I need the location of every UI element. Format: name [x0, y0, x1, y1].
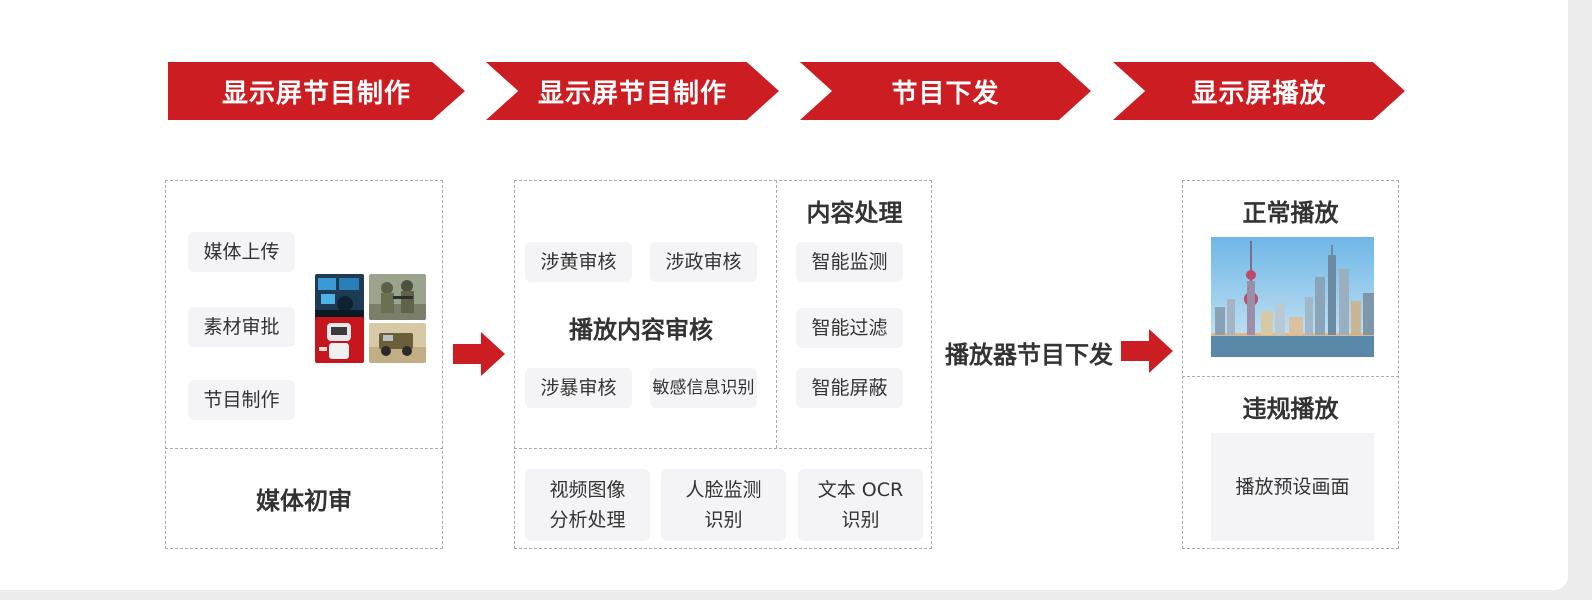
violence-review-tag: 涉暴审核: [525, 368, 632, 408]
face-detection-tag: 人脸监测 识别: [661, 469, 786, 541]
face-detection-line1: 人脸监测: [685, 479, 762, 501]
face-detection-line2: 识别: [704, 509, 743, 531]
arrow-right-icon: [453, 332, 505, 376]
step-label-4: 显示屏播放: [1191, 78, 1327, 109]
media-box: [165, 180, 443, 549]
thumbnail-soldiers: [369, 274, 426, 320]
step-label-1: 显示屏节目制作: [221, 78, 411, 109]
video-image-analysis-line2: 分析处理: [549, 509, 626, 531]
violation-playback-title: 违规播放: [1242, 394, 1339, 423]
playback-divider: [1182, 376, 1399, 377]
porn-review-tag: 涉黄审核: [525, 242, 632, 282]
audit-horizontal-divider: [514, 448, 932, 449]
media-divider: [165, 448, 443, 449]
audit-vertical-divider: [776, 180, 777, 448]
player-dispatch-label: 播放器节目下发: [945, 340, 1113, 369]
politics-review-tag: 涉政审核: [650, 242, 757, 282]
smart-filtering-tag: 智能过滤: [796, 308, 903, 348]
step-label-3: 节目下发: [891, 78, 1000, 109]
material-approval-tag: 素材审批: [188, 307, 295, 347]
video-image-analysis-tag: 视频图像 分析处理: [525, 469, 650, 541]
step-label-2: 显示屏节目制作: [537, 78, 727, 109]
sensitive-info-tag: 敏感信息识别: [650, 368, 757, 408]
text-ocr-line1: 文本 OCR: [817, 479, 904, 501]
video-image-analysis-line1: 视频图像: [549, 479, 626, 501]
playback-content-review-label: 播放内容审核: [569, 315, 713, 344]
step-chevron-3: 节目下发: [800, 62, 1091, 120]
content-processing-title: 内容处理: [806, 198, 903, 227]
program-production-tag: 节目制作: [188, 380, 295, 420]
smart-monitoring-tag: 智能监测: [796, 242, 903, 282]
audit-box: [514, 180, 932, 549]
step-chevron-2: 显示屏节目制作: [486, 62, 779, 120]
thumbnail-robot: [315, 317, 364, 363]
media-upload-tag: 媒体上传: [188, 232, 295, 272]
step-chevron-1: 显示屏节目制作: [168, 62, 465, 120]
text-ocr-line2: 识别: [841, 509, 880, 531]
step-chevron-4: 显示屏播放: [1113, 62, 1405, 120]
thumbnail-control-room: [315, 274, 364, 320]
preset-screen-panel: 播放预设画面: [1211, 433, 1374, 541]
skyline-photo: [1211, 237, 1374, 357]
media-initial-review-label: 媒体初审: [256, 486, 352, 515]
thumbnail-jeep: [369, 323, 426, 363]
arrow-right-icon: [1121, 329, 1173, 373]
smart-blocking-tag: 智能屏蔽: [796, 368, 903, 408]
normal-playback-title: 正常播放: [1242, 198, 1339, 227]
playback-box: [1182, 180, 1399, 549]
text-ocr-tag: 文本 OCR 识别: [798, 469, 923, 541]
diagram-card: 显示屏节目制作 显示屏节目制作 节目下发 显示屏播放 媒体上传 素材审批 节目制…: [0, 0, 1568, 590]
